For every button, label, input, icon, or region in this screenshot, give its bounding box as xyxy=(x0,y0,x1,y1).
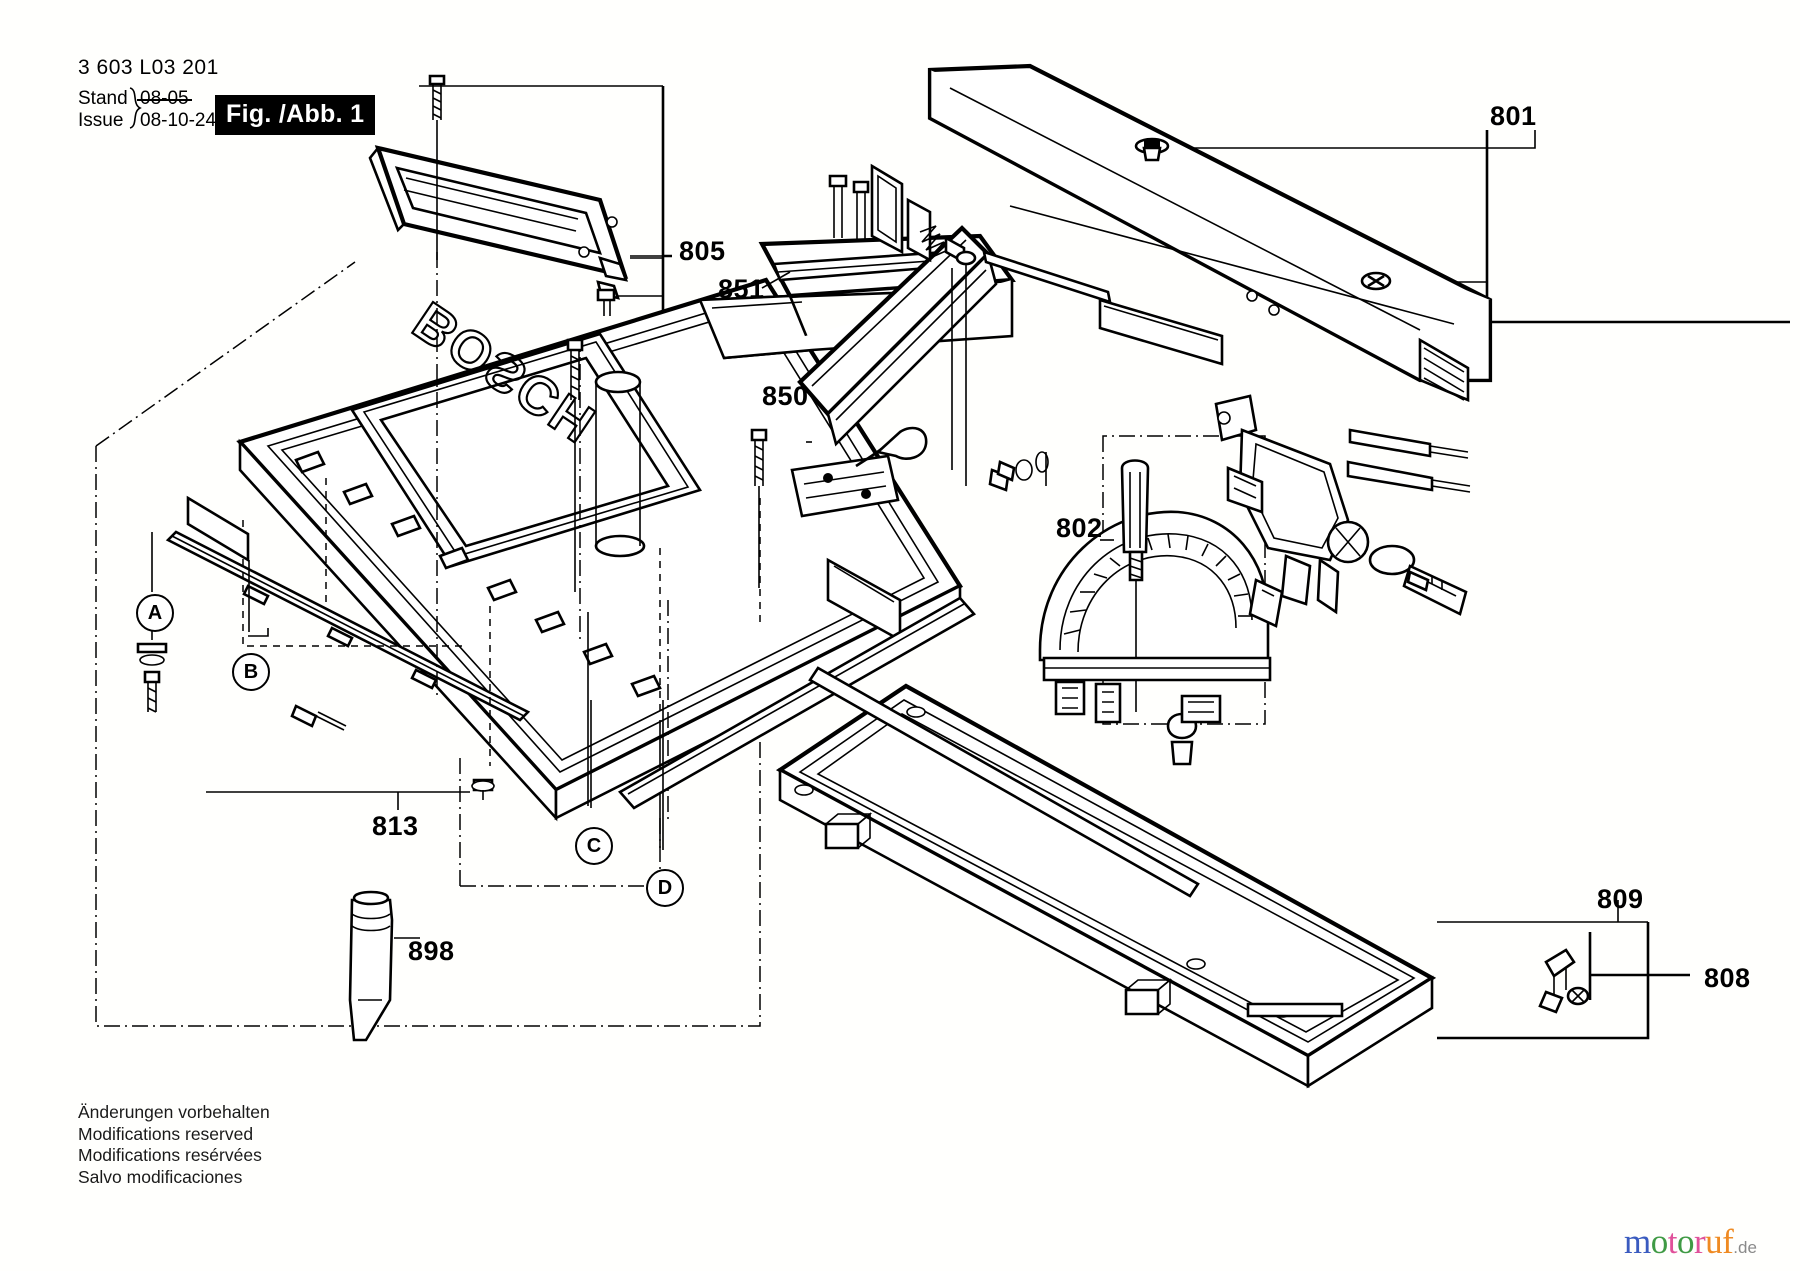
watermark-letter-6: f xyxy=(1722,1222,1734,1261)
document-part-number: 3 603 L03 201 xyxy=(78,56,219,79)
callout-813: 813 xyxy=(372,811,419,841)
callout-809: 809 xyxy=(1597,884,1644,914)
callout-851: 851 xyxy=(718,274,765,304)
revision-brace-icon xyxy=(129,87,142,129)
callout-808: 808 xyxy=(1704,963,1751,993)
callout-802: 802 xyxy=(1056,513,1103,543)
disclaimer-line-de: Änderungen vorbehalten xyxy=(78,1102,270,1122)
part-898-grease-tube xyxy=(348,890,394,1042)
leader-851 xyxy=(761,271,791,289)
revision-issue-row: Issue 08-10-24 xyxy=(78,110,216,132)
motoruf-watermark-logo: motoruf.de xyxy=(1624,1222,1757,1262)
screws-805 xyxy=(428,74,616,316)
bracket-805 xyxy=(661,86,672,338)
watermark-letter-4: r xyxy=(1693,1222,1706,1261)
revision-issue-label: Issue xyxy=(78,110,124,131)
assembly-frame-813b xyxy=(95,261,356,447)
revision-stand-label: Stand xyxy=(78,88,128,109)
watermark-letter-5: u xyxy=(1705,1222,1723,1261)
revision-block: Stand 08-05 Issue 08-10-24 xyxy=(78,88,216,132)
marker-B: B xyxy=(232,653,270,691)
frame-809 xyxy=(1437,922,1650,1040)
assembly-frame-cd xyxy=(460,818,661,887)
callout-850: 850 xyxy=(762,381,809,411)
frame-801 xyxy=(1485,130,1790,324)
assembly-frame-802 xyxy=(1102,435,1266,725)
assembly-frame-813 xyxy=(95,446,761,1027)
marker-D: D xyxy=(646,869,684,907)
watermark-letter-2: t xyxy=(1667,1222,1678,1261)
part-801-extension-fence xyxy=(927,63,1493,402)
revision-stand-date: 08-05 xyxy=(137,88,192,109)
leader-801 xyxy=(1160,130,1536,149)
watermark-letter-0: m xyxy=(1624,1222,1651,1261)
disclaimer-line-fr: Modifications resérvées xyxy=(78,1145,262,1165)
revision-stand-row: Stand 08-05 xyxy=(78,88,216,110)
figure-label-box: Fig. /Abb. 1 xyxy=(215,95,376,135)
watermark-letter-3: o xyxy=(1676,1222,1695,1261)
fasteners-801 xyxy=(828,163,1049,492)
bracket-808 xyxy=(1588,932,1690,1000)
part-850-rip-fence xyxy=(790,225,998,518)
callout-805: 805 xyxy=(679,236,726,266)
callout-898: 898 xyxy=(408,936,455,966)
revision-issue-date: 08-10-24 xyxy=(140,110,217,131)
watermark-letter-1: o xyxy=(1650,1222,1669,1261)
part-805-cover-plate xyxy=(368,145,629,300)
part-809-extension-table xyxy=(617,596,1590,1089)
marker-A: A xyxy=(136,594,174,632)
blade-guard-cluster xyxy=(1214,394,1471,628)
watermark-suffix: .de xyxy=(1733,1238,1757,1257)
callout-801: 801 xyxy=(1490,101,1537,131)
disclaimer-line-es: Salvo modificaciones xyxy=(78,1166,243,1187)
marker-C: C xyxy=(575,827,613,865)
disclaimer-line-en: Modifications reserved xyxy=(78,1123,254,1144)
disclaimer-text: Änderungen vorbehalten Modifications res… xyxy=(78,1102,270,1188)
part-802-miter-gauge xyxy=(1038,459,1272,766)
